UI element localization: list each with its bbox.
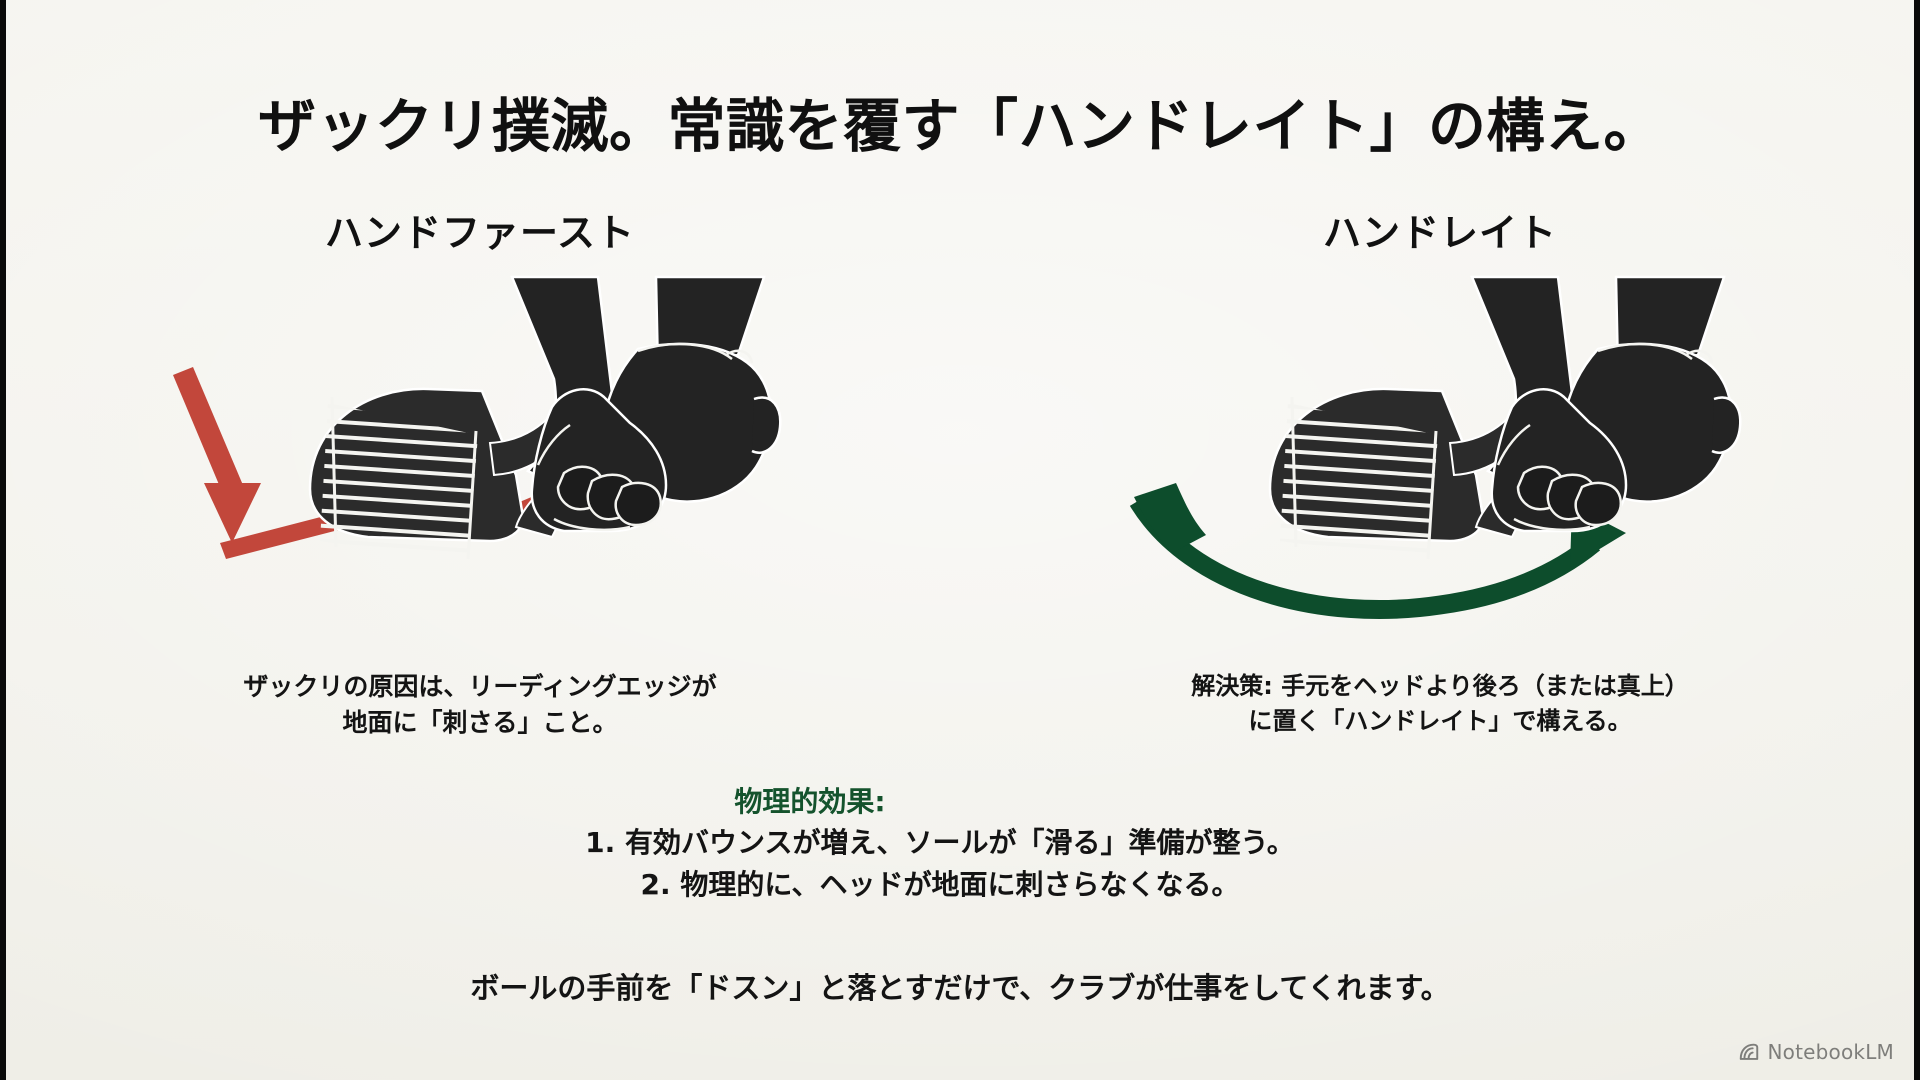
lower-hand	[1490, 388, 1628, 533]
comparison-panels: ハンドファースト	[0, 205, 1920, 737]
closing-statement: ボールの手前を「ドスン」と落とすだけで、クラブが仕事をしてくれます。	[470, 971, 1450, 1005]
illustration-hand-first	[160, 275, 800, 655]
panel-heading-hand-late: ハンドレイト	[1322, 211, 1557, 255]
caption-hand-first: ザックリの原因は、リーディングエッジが 地面に「刺さる」こと。	[243, 672, 717, 738]
physics-heading: 物理的効果:	[734, 785, 886, 818]
illustration-hand-late	[1120, 275, 1760, 655]
physics-item-2: 2. 物理的に、ヘッドが地面に刺さらなくなる。	[640, 868, 1240, 901]
notebooklm-watermark: NotebookLM	[1738, 1040, 1895, 1064]
lower-hand	[530, 388, 668, 533]
caption-hand-late: 解決策: 手元をヘッドより後ろ（または真上） に置く「ハンドレイト」で構える。	[1191, 672, 1689, 735]
right-edge-bar	[1914, 0, 1920, 1080]
left-edge-bar	[0, 0, 6, 1080]
physics-effects-block: 物理的効果: 1. 有効バウンスが増え、ソールが「滑る」準備が整う。 2. 物理…	[0, 780, 1920, 906]
notebooklm-label: NotebookLM	[1767, 1040, 1894, 1064]
slide-title: ザックリ撲滅。常識を覆す「ハンドレイト」の構え。	[257, 91, 1662, 160]
physics-item-1: 1. 有効バウンスが増え、ソールが「滑る」準備が整う。	[585, 826, 1295, 859]
notebooklm-spiral-icon	[1738, 1041, 1760, 1063]
panel-hand-first: ハンドファースト	[0, 205, 960, 737]
panel-heading-hand-first: ハンドファースト	[324, 211, 636, 255]
panel-hand-late: ハンドレイト	[960, 205, 1920, 735]
